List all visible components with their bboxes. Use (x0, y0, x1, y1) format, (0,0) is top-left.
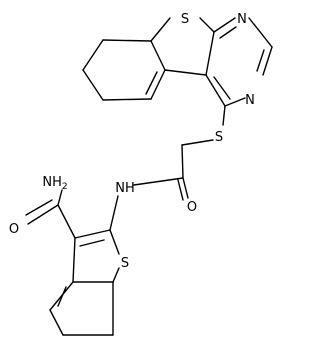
atom-label-amide-nh: NH (115, 181, 135, 196)
atom-labels: S N N S NH O NH2 O S (9, 12, 255, 271)
atom-label-sulfur-bottom: S (121, 256, 129, 271)
atom-label-sulfur-linker: S (215, 130, 223, 145)
atom-label-nitrogen-top: N (237, 12, 247, 27)
atom-label-carbonyl-oxygen: O (9, 222, 19, 237)
atom-label-amine-subscript: 2 (62, 182, 68, 192)
atom-label-amine-nh2: NH2 (42, 175, 67, 192)
bonds (25, 17, 273, 336)
atom-label-amide-oxygen: O (187, 200, 197, 215)
atom-label-nitrogen-right: N (245, 93, 255, 108)
molecule-structure: S N N S NH O NH2 O S (9, 12, 273, 336)
atom-label-sulfur-top: S (181, 12, 189, 27)
atom-label-amine-nh: NH (42, 175, 62, 190)
